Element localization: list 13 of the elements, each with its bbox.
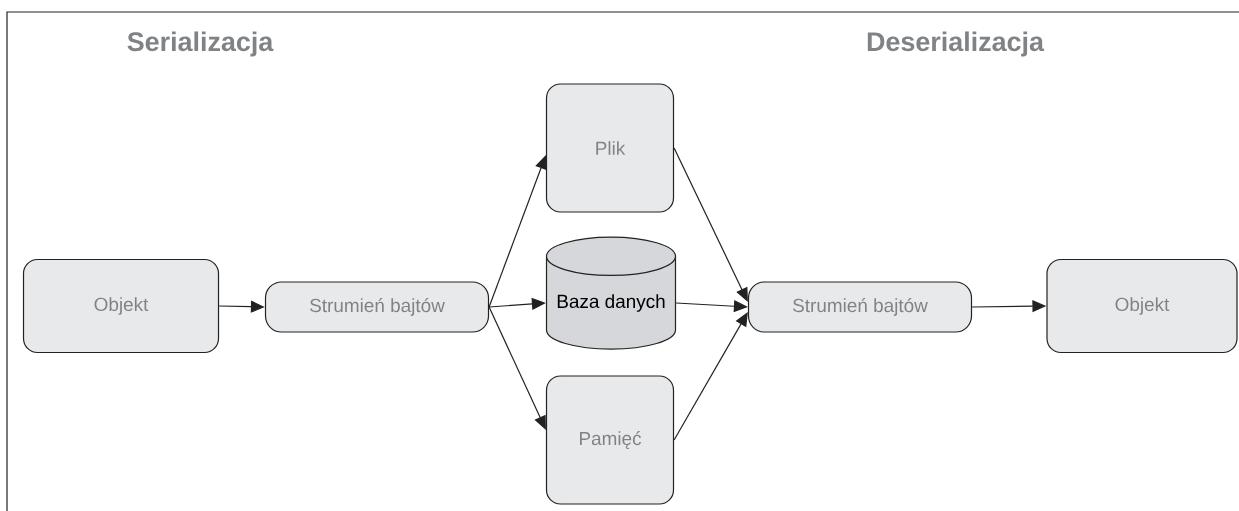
stream-box: Strumień bajtów bbox=[264, 281, 490, 333]
process-box: Plik bbox=[545, 83, 675, 213]
arrow bbox=[673, 312, 748, 441]
process-box: Objekt bbox=[22, 258, 220, 354]
arrow bbox=[488, 155, 547, 308]
database-cylinder: Baza danych bbox=[545, 236, 677, 350]
process-box: Objekt bbox=[1046, 258, 1238, 354]
arrow bbox=[488, 306, 546, 430]
section-heading: Deserializacja bbox=[867, 31, 1045, 57]
arrow bbox=[673, 147, 748, 302]
stream-box: Strumień bajtów bbox=[747, 281, 973, 333]
section-heading: Serializacja bbox=[127, 31, 274, 57]
process-box: Pamięć bbox=[545, 375, 675, 505]
